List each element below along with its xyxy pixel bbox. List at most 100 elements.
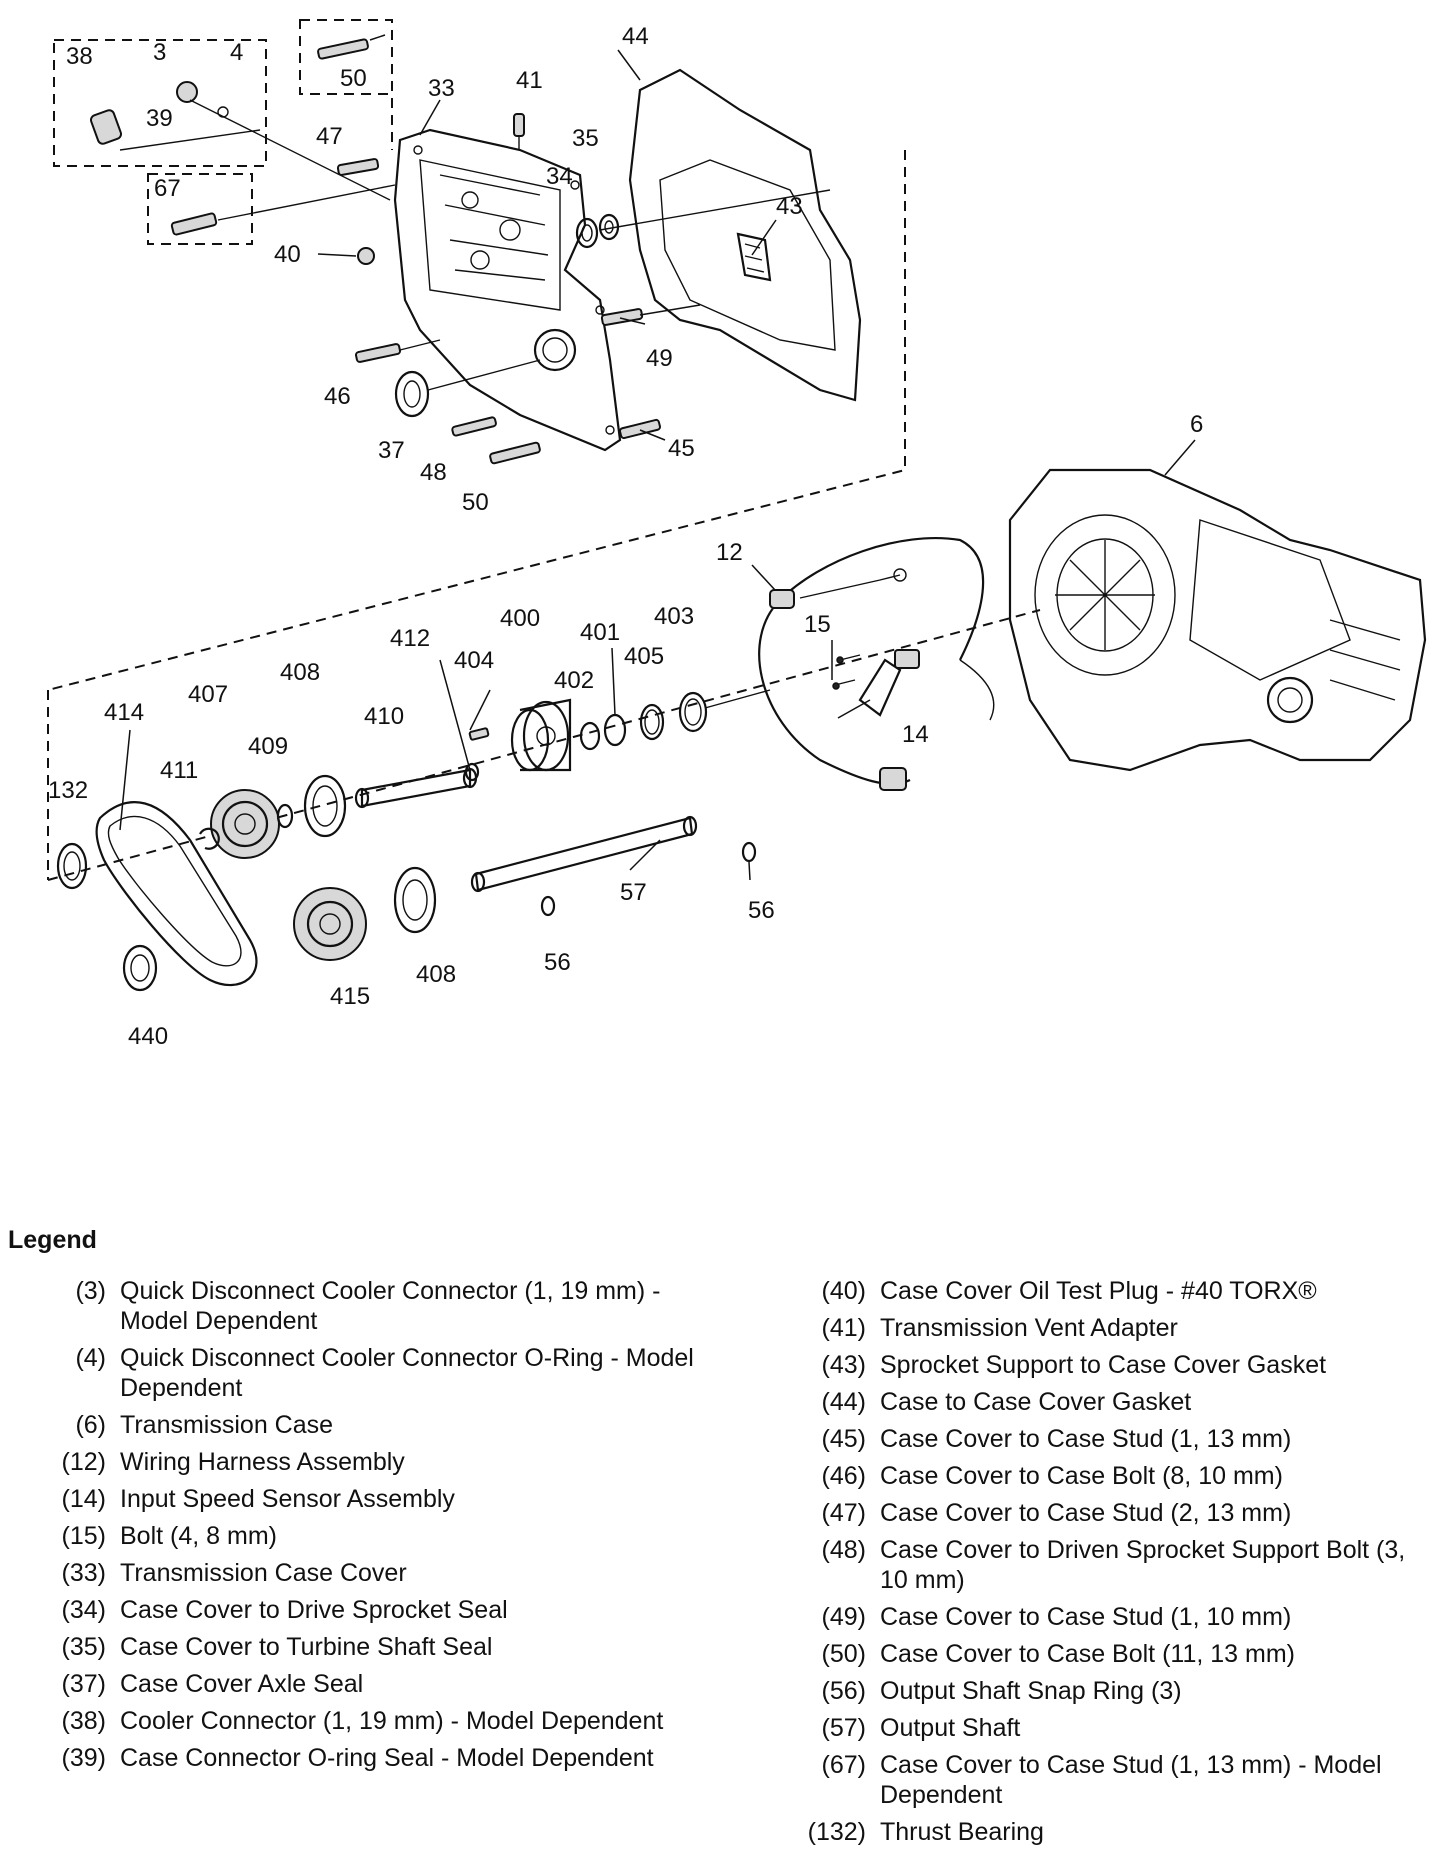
input-speed-sensor-part	[831, 640, 920, 717]
callout-4: 4	[230, 39, 243, 66]
callout-57: 57	[620, 879, 647, 906]
legend-item-description: Transmission Case Cover	[120, 1559, 407, 1587]
legend-item-description: Case Cover to Drive Sprocket Seal	[120, 1596, 508, 1624]
legend-item-description: Case Cover to Case Bolt (11, 13 mm)	[880, 1640, 1295, 1668]
legend-item-number: (49)	[821, 1603, 866, 1631]
callout-56-lower: 56	[544, 949, 571, 976]
legend-item-number: (67)	[821, 1751, 866, 1779]
legend-right-column: (40)Case Cover Oil Test Plug - #40 TORX®…	[790, 1276, 1430, 1854]
legend-heading: Legend	[8, 1226, 97, 1254]
callout-6: 6	[1190, 411, 1203, 438]
callout-405: 405	[624, 643, 664, 670]
legend-item-number: (45)	[821, 1425, 866, 1453]
callout-412: 412	[390, 625, 430, 652]
callout-49: 49	[646, 345, 673, 372]
legend-item-number: (35)	[61, 1633, 106, 1661]
legend-item-number: (132)	[807, 1818, 866, 1846]
cooler-connector-part	[90, 81, 391, 201]
callout-45: 45	[668, 435, 695, 462]
bearing-440-part	[122, 944, 158, 992]
legend-item-number: (12)	[61, 1448, 106, 1476]
callout-12: 12	[716, 539, 743, 566]
snap-ring-411-part	[199, 827, 220, 850]
callout-50-top: 50	[340, 65, 367, 92]
callout-41: 41	[516, 67, 543, 94]
legend-item: (34)Case Cover to Drive Sprocket Seal	[40, 1595, 700, 1625]
seals-34-35-part	[575, 189, 831, 249]
wiring-harness-part	[758, 536, 995, 791]
legend-item: (4)Quick Disconnect Cooler Connector O-R…	[40, 1343, 700, 1403]
legend-item-description: Case Cover to Driven Sprocket Support Bo…	[880, 1536, 1406, 1594]
bearing-408-upper-part	[303, 774, 347, 838]
legend-item-number: (43)	[821, 1351, 866, 1379]
legend-item: (35) Case Cover to Turbine Shaft Seal	[40, 1632, 700, 1662]
callout-408-upper: 408	[280, 659, 320, 686]
legend-item-number: (41)	[821, 1314, 866, 1342]
case-gasket-part	[628, 68, 862, 402]
legend-item-number: (6)	[75, 1411, 106, 1439]
callout-407: 407	[188, 681, 228, 708]
legend-left-column: (3)Quick Disconnect Cooler Connector (1,…	[40, 1276, 700, 1780]
legend-item: (57)Output Shaft	[790, 1713, 1430, 1743]
legend-item-description: Output Shaft	[880, 1714, 1021, 1742]
rings-401-405-part	[579, 689, 771, 751]
gear-415-part	[293, 887, 367, 961]
callout-15: 15	[804, 611, 831, 638]
legend-item-number: (38)	[61, 1707, 106, 1735]
transmission-case-part	[1008, 468, 1427, 772]
callout-409: 409	[248, 733, 288, 760]
legend-item-number: (37)	[61, 1670, 106, 1698]
callout-38: 38	[66, 43, 93, 70]
callout-50-lower: 50	[462, 489, 489, 516]
legend-item-description: Case Connector O-ring Seal - Model Depen…	[120, 1744, 654, 1772]
legend-item-description: Case Cover to Turbine Shaft Seal	[120, 1633, 493, 1661]
detail-box-stud-67	[147, 173, 253, 245]
case-cover-part	[393, 128, 622, 452]
callout-401: 401	[580, 619, 620, 646]
vent-adapter-part	[513, 113, 525, 150]
callout-410: 410	[364, 703, 404, 730]
stud-47-part	[336, 158, 380, 176]
legend-item-description: Wiring Harness Assembly	[120, 1448, 405, 1476]
legend-item: (15)Bolt (4, 8 mm)	[40, 1521, 700, 1551]
legend-item: (12) Wiring Harness Assembly	[40, 1447, 700, 1477]
bearing-408-lower-part	[393, 866, 437, 934]
legend-item: (6)Transmission Case	[40, 1410, 700, 1440]
callout-39: 39	[146, 105, 173, 132]
legend-item: (56)Output Shaft Snap Ring (3)	[790, 1676, 1430, 1706]
callout-440: 440	[128, 1023, 168, 1050]
legend-item-description: Case Cover to Case Bolt (8, 10 mm)	[880, 1462, 1283, 1490]
legend-item: (41) Transmission Vent Adapter	[790, 1313, 1430, 1343]
callout-37: 37	[378, 437, 405, 464]
ring-409-part	[276, 803, 294, 829]
snap-ring-56-right-part	[741, 841, 757, 863]
legend-item-description: Transmission Vent Adapter	[880, 1314, 1178, 1342]
legend-item: (67)Case Cover to Case Stud (1, 13 mm) -…	[790, 1750, 1430, 1810]
callout-48: 48	[420, 459, 447, 486]
legend-item: (39)Case Connector O-ring Seal - Model D…	[40, 1743, 700, 1773]
legend-item-number: (3)	[75, 1277, 106, 1305]
differential-part	[510, 698, 572, 772]
axle-seal-part	[394, 359, 541, 418]
callout-415: 415	[330, 983, 370, 1010]
callout-47: 47	[316, 123, 343, 150]
callout-403: 403	[654, 603, 694, 630]
callout-402: 402	[554, 667, 594, 694]
legend-item-number: (56)	[821, 1677, 866, 1705]
legend-item-description: Case Cover Oil Test Plug - #40 TORX®	[880, 1277, 1317, 1305]
exploded-view-diagram: 38 3 4 39 50 33 41 44 47 35 34 43 67 40 …	[47, 19, 1427, 1050]
bolt-46-part	[354, 339, 441, 363]
legend-item-description: Case Cover to Case Stud (1, 10 mm)	[880, 1603, 1292, 1631]
legend-item: (49) Case Cover to Case Stud (1, 10 mm)	[790, 1602, 1430, 1632]
stud-49-part	[600, 304, 701, 326]
legend-item-number: (44)	[821, 1388, 866, 1416]
callout-46: 46	[324, 383, 351, 410]
legend-item-number: (50)	[821, 1640, 866, 1668]
legend-item-number: (15)	[61, 1522, 106, 1550]
callout-14: 14	[902, 721, 929, 748]
callout-3: 3	[153, 39, 166, 66]
callout-414: 414	[104, 699, 144, 726]
legend-item-number: (48)	[821, 1536, 866, 1564]
callout-400: 400	[500, 605, 540, 632]
callout-33: 33	[428, 75, 455, 102]
